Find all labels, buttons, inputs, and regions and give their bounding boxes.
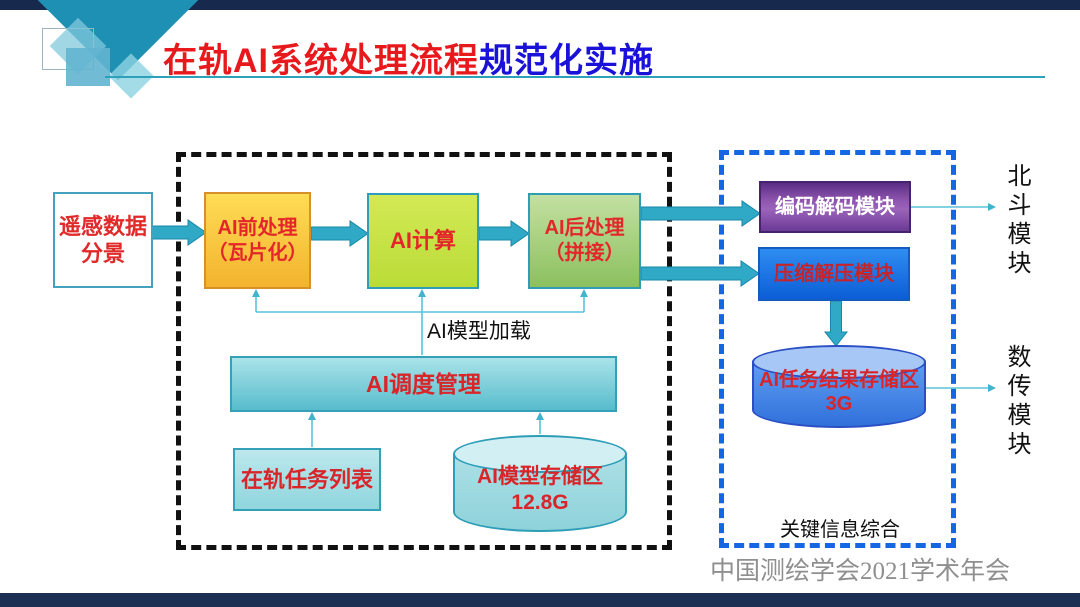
result-storage-cylinder: AI任务结果存储区 3G [752,345,926,428]
arrowhead-to-datatrans [988,384,996,392]
node-text: 3G [825,392,853,415]
data-transmission-module-label: 数传模块 [1003,344,1030,460]
encode-decode-module-box: 编码解码模块 [759,181,911,233]
node-text: AI任务结果存储区 [759,368,919,391]
node-text: AI前处理 [217,216,298,239]
node-text: 分景 [80,241,125,266]
title-segment-red: 在轨AI系统处理流程 [163,42,479,80]
ai-compute-box: AI计算 [367,193,479,289]
node-text: 12.8G [511,490,569,514]
node-text: 遥感数据 [58,213,147,239]
compress-decompress-module-box: 压缩解压模块 [758,247,910,301]
node-text: 编码解码模块 [775,195,895,218]
key-info-label: 关键信息综合 [780,519,900,541]
node-text: 在轨任务列表 [240,466,373,492]
model-load-label: AI模型加载 [427,320,531,343]
key-info-dashed-frame [719,150,956,548]
onboard-processing-dashed-frame [176,152,672,550]
beidou-module-label: 北斗模块 [1003,163,1030,279]
bottom-bar [0,593,1080,607]
node-text: AI模型存储区 [477,465,603,489]
node-text: 压缩解压模块 [774,262,894,285]
ai-postprocess-box: AI后处理 （拼接） [528,193,641,289]
small-square-decoration [66,48,110,86]
arrowhead-to-beidou [988,203,996,211]
ai-scheduler-bar: AI调度管理 [230,356,617,412]
top-bar [0,0,1080,10]
node-text: （瓦片化） [207,241,308,264]
title-segment-blue: 规范化实施 [479,42,654,80]
node-text: AI计算 [389,228,456,254]
ai-preprocess-box: AI前处理 （瓦片化） [204,192,311,289]
onorbit-task-list-box: 在轨任务列表 [233,448,381,511]
conference-watermark: 中国测绘学会2021学术年会 [710,558,1011,585]
cylinder-top [752,345,926,379]
page-title: 在轨AI系统处理流程规范化实施 [163,33,654,82]
node-text: （拼接） [544,242,625,264]
node-text: AI调度管理 [366,370,481,397]
node-text: AI后处理 [544,217,625,239]
title-underline [105,76,1045,78]
remote-sensing-input-box: 遥感数据 分景 [53,192,153,288]
model-storage-cylinder: AI模型存储区 12.8G [453,435,627,532]
